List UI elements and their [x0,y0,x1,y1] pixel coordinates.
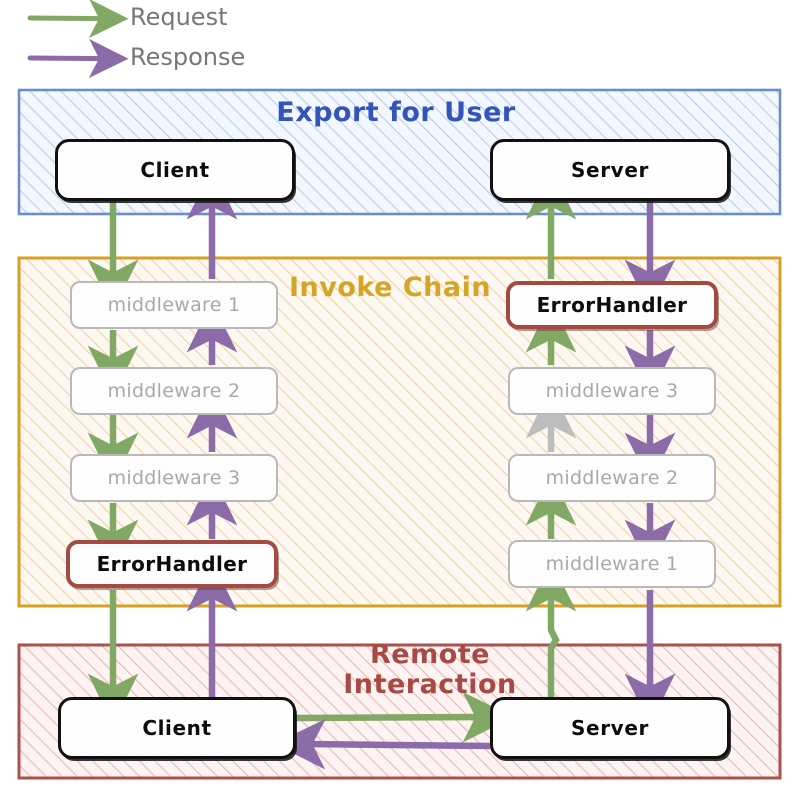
node-remote-server[interactable]: Server [490,697,730,759]
node-label: ErrorHandler [96,552,248,576]
node-export-client[interactable]: Client [55,139,295,201]
node-left-middleware-1[interactable]: middleware 1 [70,281,278,329]
node-right-middleware-3[interactable]: middleware 3 [508,367,716,415]
node-left-middleware-3[interactable]: middleware 3 [70,454,278,502]
node-export-server[interactable]: Server [490,139,730,201]
node-label: middleware 3 [545,380,679,402]
node-remote-client[interactable]: Client [58,697,296,759]
node-right-middleware-1[interactable]: middleware 1 [508,540,716,588]
node-label: middleware 1 [545,553,679,575]
node-left-error-handler[interactable]: ErrorHandler [66,540,278,588]
panel-title-export-for-user: Export for User [276,97,516,128]
legend-label-response: Response [130,43,246,71]
node-left-middleware-2[interactable]: middleware 2 [70,367,278,415]
panel-title-invoke-chain: Invoke Chain [288,272,492,303]
node-label: middleware 3 [107,467,241,489]
node-right-middleware-2[interactable]: middleware 2 [508,454,716,502]
arrow-request-remote-server-to-mw1 [525,560,577,700]
node-label: Client [142,716,212,740]
node-label: Server [571,716,649,740]
legend-arrow-response [27,38,129,78]
node-label: middleware 2 [107,380,241,402]
legend-arrow-request [27,0,129,38]
node-label: Client [140,158,210,182]
arrow-remote-response-server-to-client [274,718,491,770]
node-label: Server [571,158,649,182]
node-right-error-handler[interactable]: ErrorHandler [506,281,718,329]
legend-label-request: Request [130,3,228,31]
arrow-remote-request-client-to-server [295,691,514,743]
node-label: middleware 1 [107,294,241,316]
panel-title-remote-interaction: Remote Interaction [343,639,517,701]
node-label: ErrorHandler [536,293,688,317]
node-label: middleware 2 [545,467,679,489]
